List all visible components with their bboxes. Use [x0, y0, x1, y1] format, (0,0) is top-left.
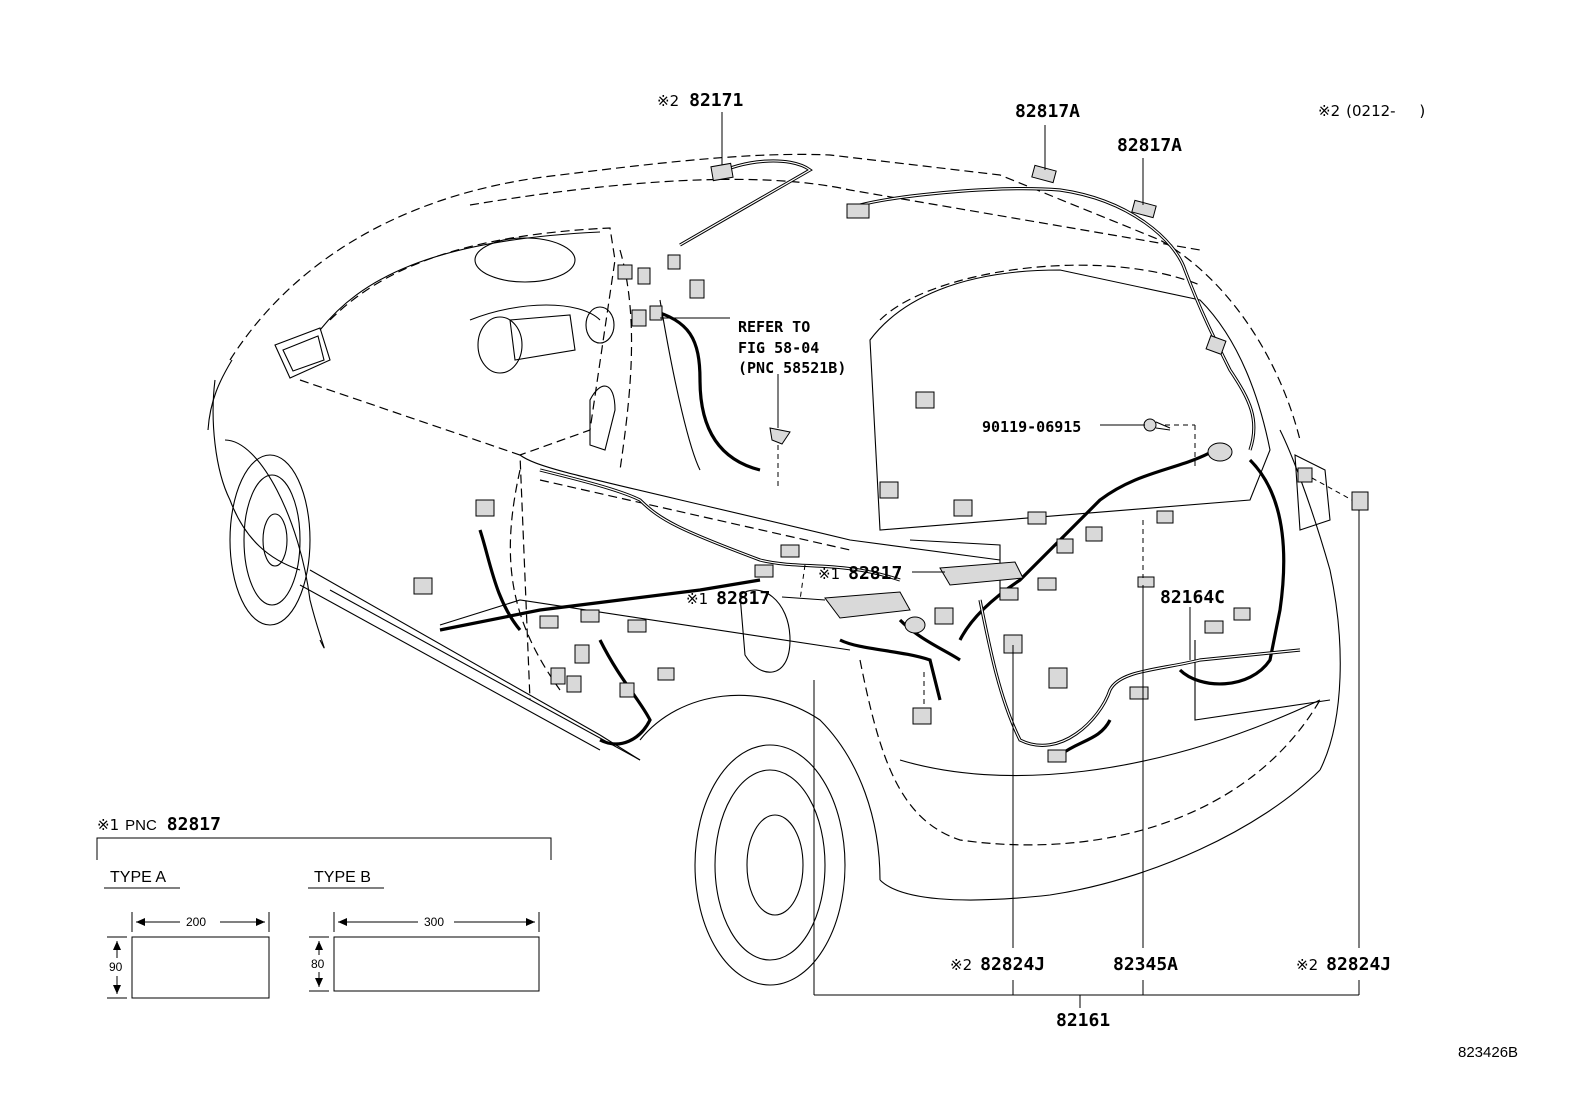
label-82171-mark: ※2	[657, 92, 679, 110]
car-body	[207, 153, 1341, 986]
type-b-pad	[333, 936, 540, 992]
type-b-width: 300	[424, 915, 444, 929]
label-date-range: ※2 (0212- )	[1318, 102, 1425, 120]
label-82164C: 82164C	[1160, 587, 1225, 608]
label-82824J-left-mark: ※2	[950, 956, 972, 974]
connectors	[413, 162, 1369, 763]
label-82817-upper: ※1 82817	[818, 563, 902, 584]
type-a-width: 200	[186, 915, 206, 929]
legend-pnc-label: PNC	[125, 817, 157, 834]
leader-lines	[660, 112, 1360, 1008]
label-82171-code: 82171	[689, 90, 743, 111]
type-a-pad	[131, 936, 270, 999]
refer-note-line-3: (PNC 58521B)	[738, 359, 846, 377]
label-82817A-1: 82817A	[1015, 101, 1080, 122]
label-82345A: 82345A	[1113, 954, 1178, 975]
label-82817A-2: 82817A	[1117, 135, 1182, 156]
figure-id: 823426B	[1458, 1044, 1518, 1061]
label-date-range-mark: ※2	[1318, 102, 1340, 120]
type-b-label: TYPE B	[314, 869, 371, 886]
refer-note-line-1: REFER TO	[738, 318, 810, 336]
label-82817-lower: ※1 82817	[686, 588, 770, 609]
type-a-height: 90	[109, 960, 123, 974]
legend-box: ※1 PNC 82817 TYPE A 200 90 TYPE B 300	[96, 814, 552, 999]
label-82824J-left: ※2 82824J	[950, 954, 1045, 975]
legend-title: ※1 PNC 82817	[97, 814, 221, 835]
part-labels: ※2 82171 82817A 82817A ※2 (0212- ) REFER…	[657, 90, 1518, 1061]
label-82824J-right-mark: ※2	[1296, 956, 1318, 974]
label-date-range-text: (0212- )	[1346, 102, 1425, 120]
label-82171: ※2 82171	[657, 90, 743, 111]
type-a-label: TYPE A	[110, 869, 166, 886]
label-90119-06915: 90119-06915	[982, 418, 1081, 436]
label-82161: 82161	[1056, 1010, 1110, 1031]
refer-note-line-2: FIG 58-04	[738, 339, 819, 357]
legend-pnc-code: 82817	[167, 814, 221, 835]
label-82817-upper-mark: ※1	[818, 565, 840, 583]
label-82824J-right: ※2 82824J	[1296, 954, 1391, 975]
label-82817-lower-mark: ※1	[686, 590, 708, 608]
label-82824J-left-code: 82824J	[980, 954, 1045, 975]
label-82817-lower-code: 82817	[716, 588, 770, 609]
type-b-height: 80	[311, 957, 325, 971]
label-82824J-right-code: 82824J	[1326, 954, 1391, 975]
label-82817-upper-code: 82817	[848, 563, 902, 584]
legend-mark: ※1	[97, 816, 119, 834]
